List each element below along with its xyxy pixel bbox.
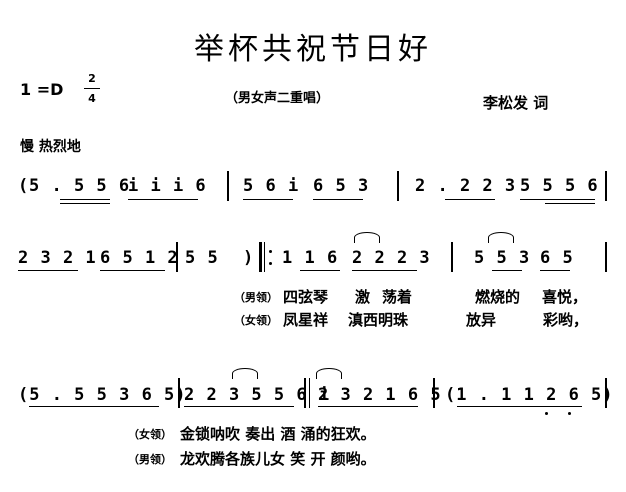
repeat-dot <box>269 250 272 253</box>
repeat-barline-thin <box>264 242 265 272</box>
lyric-word: 荡着 <box>382 288 413 306</box>
paren-close: ) <box>243 248 255 268</box>
measure-1-4: 6 5 3 <box>313 176 370 196</box>
repeat-dot <box>269 262 272 265</box>
key-signature: 1 =D <box>20 80 64 99</box>
barline <box>433 378 435 408</box>
performance-note: （男女声二重唱） <box>225 91 330 106</box>
beam-line <box>545 203 595 204</box>
beam-line <box>243 199 293 200</box>
role-female-lead: （女领） <box>234 314 278 327</box>
role-male-lead: （男领） <box>128 453 172 466</box>
measure-3-1: (5 . 5 5 3 6 5) <box>18 385 187 405</box>
lyric-line: 金锁呐吹 奏出 酒 涌的狂欢。 <box>180 425 376 443</box>
measure-2-4: 1 1 6 <box>282 248 339 268</box>
measure-1-6: 5 5 5 6 <box>520 176 599 196</box>
measure-2-5: 2 2 2 3 <box>352 248 431 268</box>
tie-arc <box>232 368 258 379</box>
barline <box>605 171 607 201</box>
tempo-marking: 慢 热烈地 <box>20 139 81 155</box>
song-title: 举杯共祝节日好 <box>194 32 432 67</box>
beam-line <box>29 406 159 407</box>
lyric-word: 滇西明珠 <box>348 311 409 329</box>
role-male-lead: （男领） <box>234 291 278 304</box>
measure-3-4: (1 . 1 1 2 6 5) <box>445 385 614 405</box>
beam-line <box>100 270 165 271</box>
barline <box>304 378 306 408</box>
beam-line <box>445 199 495 200</box>
beam-line <box>60 203 110 204</box>
measure-3-3: 2 3 2 1 6 5 <box>318 385 442 405</box>
measure-3-2: 2 2 3 5 5 6 i <box>184 385 331 405</box>
beam-line <box>457 406 582 407</box>
lyric-word: 彩哟， <box>543 311 589 329</box>
paren-open: ( <box>18 176 30 196</box>
beam-line <box>300 270 340 271</box>
measure-1-5: 2 . 2 2 3 <box>415 176 517 196</box>
beam-line <box>492 270 522 271</box>
lyric-word: 激 <box>355 288 371 306</box>
barline <box>605 242 607 272</box>
beam-line <box>540 270 570 271</box>
barline <box>176 242 178 272</box>
lyricist-credit: 李松发 词 <box>483 94 549 112</box>
beam-line <box>184 406 294 407</box>
beam-line <box>18 270 78 271</box>
lyric-word: 凤星祥 <box>283 311 329 329</box>
lyric-word: 喜悦， <box>542 288 588 306</box>
beam-line <box>128 199 198 200</box>
time-signature: 2 4 <box>84 70 100 107</box>
measure-1-1: 5 . 5 5 6 <box>29 176 131 196</box>
measure-2-1: 2 3 2 1 <box>18 248 97 268</box>
lyric-word: 放异 <box>466 311 497 329</box>
barline <box>227 171 229 201</box>
measure-2-3: 5 5 <box>185 248 219 268</box>
lyric-word: 四弦琴 <box>283 288 329 306</box>
octave-dot <box>568 412 571 415</box>
measure-2-7: 6 5 <box>540 248 574 268</box>
beam-line <box>313 199 363 200</box>
barline <box>178 378 180 408</box>
measure-2-6: 5 5 3 <box>474 248 531 268</box>
beam-line <box>318 406 418 407</box>
time-signature-top: 2 <box>88 72 96 85</box>
measure-1-2: i i i 6 <box>128 176 207 196</box>
repeat-barline <box>259 242 262 272</box>
lyric-word: 燃烧的 <box>475 288 521 306</box>
role-female-lead: （女领） <box>128 428 172 441</box>
time-signature-line <box>84 88 100 89</box>
barline <box>451 242 453 272</box>
tie-arc <box>488 232 514 243</box>
octave-dot <box>545 412 548 415</box>
beam-line <box>520 199 595 200</box>
barline <box>397 171 399 201</box>
time-signature-bottom: 4 <box>88 92 96 105</box>
measure-2-2: 6 5 1 2 <box>100 248 179 268</box>
lyric-line: 龙欢腾各族儿女 笑 开 颜哟。 <box>180 450 376 468</box>
tie-arc <box>354 232 380 243</box>
beam-line <box>352 270 417 271</box>
barline-thin <box>309 378 310 408</box>
beam-line <box>60 199 110 200</box>
barline <box>605 378 607 408</box>
tie-arc <box>316 368 342 379</box>
measure-1-3: 5 6 i <box>243 176 300 196</box>
